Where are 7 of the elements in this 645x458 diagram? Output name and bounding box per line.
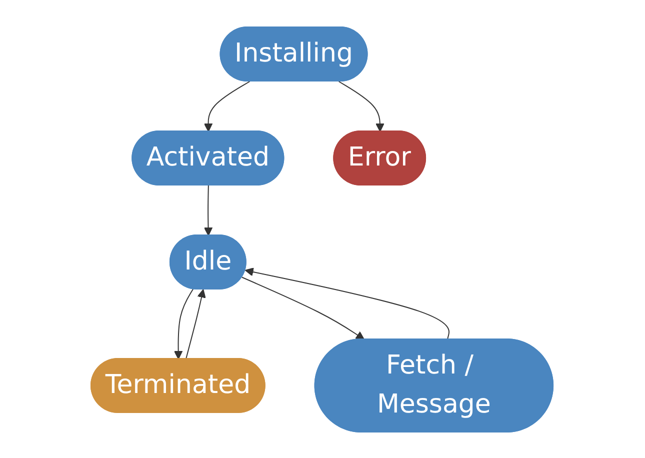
arrow: [174, 288, 194, 359]
arrow: [245, 267, 450, 340]
arrow: [186, 288, 206, 359]
arrow: [338, 80, 385, 132]
arrow: [204, 184, 214, 236]
arrow: [242, 276, 366, 340]
arrow: [204, 80, 251, 132]
